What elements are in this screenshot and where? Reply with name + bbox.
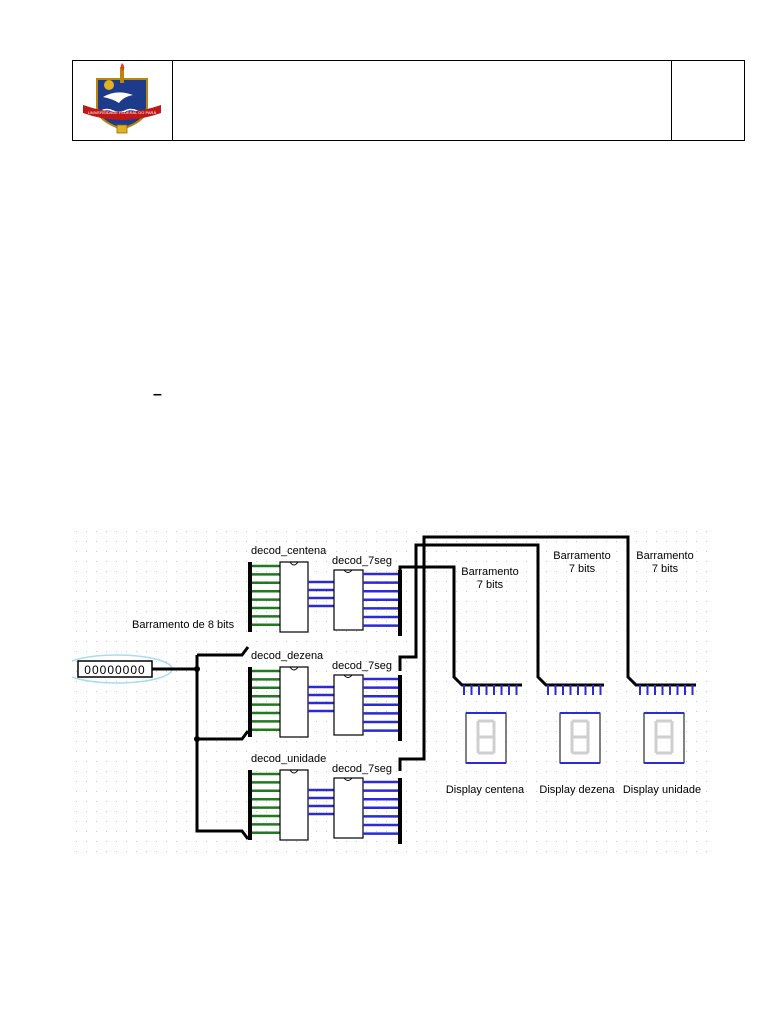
- header-title-cell: [173, 61, 670, 140]
- bus-label-title: Barramento: [553, 550, 610, 562]
- bcd-decoder-chip[interactable]: [279, 561, 309, 633]
- chip-notch: [289, 666, 299, 671]
- decoder-rows: decod_centenadecod_7segdecod_dezenadecod…: [248, 545, 402, 844]
- header-code-cell: [671, 61, 745, 140]
- bus-label-width: 7 bits: [652, 563, 679, 575]
- chip-notch: [289, 769, 299, 774]
- splitter-bar: [248, 770, 252, 840]
- seg-decoder-label: decod_7seg: [332, 660, 392, 672]
- logo-banner-text: UNIVERSIDADE FEDERAL DO PARÁ: [88, 110, 157, 115]
- bus-junction: [194, 736, 200, 742]
- bus-input-label: Barramento de 8 bits: [132, 619, 235, 631]
- chip-notch: [343, 674, 353, 678]
- seven-segment-display: Display centena: [446, 685, 525, 796]
- display-label: Display dezena: [539, 784, 615, 796]
- grid-dots: [76, 531, 707, 852]
- dash-mark: –: [153, 386, 162, 403]
- input-register-value: 00000000: [84, 663, 145, 677]
- seg-decoder-chip[interactable]: [333, 777, 364, 839]
- seven-segment-display: Display dezena: [539, 685, 615, 796]
- decoder-row: decod_centena decod_7seg: [248, 545, 402, 636]
- display-label: Display centena: [446, 784, 525, 796]
- bcd-decoder-chip[interactable]: [279, 769, 309, 841]
- bus-label-title: Barramento: [636, 550, 693, 562]
- bus-label-title: Barramento: [461, 566, 518, 578]
- splitter-bar: [248, 562, 252, 632]
- bcd-decoder-label: decod_centena: [251, 545, 327, 557]
- input-bus-wires: [152, 646, 250, 840]
- splitter-bar: [398, 570, 402, 636]
- seg-decoder-chip[interactable]: [333, 569, 364, 631]
- bcd-decoder-label: decod_unidade: [251, 753, 326, 765]
- bcd-decoder-label: decod_dezena: [251, 650, 324, 662]
- decoder-row: decod_dezena decod_7seg: [248, 650, 402, 741]
- circuit-canvas: 00000000 Barramento de 8 bits decod_cent…: [72, 531, 707, 852]
- seg-decoder-label: decod_7seg: [332, 763, 392, 775]
- splitter-bar: [398, 675, 402, 741]
- chip-notch: [343, 569, 353, 573]
- circuit-diagram: 00000000 Barramento de 8 bits decod_cent…: [72, 527, 712, 857]
- bus-label-width: 7 bits: [477, 579, 504, 591]
- document-header: UNIVERSIDADE FEDERAL DO PARÁ: [72, 60, 745, 141]
- bus-junction: [194, 666, 200, 672]
- decoder-row: decod_unidade decod_7seg: [248, 753, 402, 844]
- chip-notch: [289, 561, 299, 566]
- seg-decoder-label: decod_7seg: [332, 555, 392, 567]
- bus-label-width: 7 bits: [569, 563, 596, 575]
- seg-decoder-chip[interactable]: [333, 674, 364, 736]
- displays: Display centena Display dezena Display uni…: [446, 685, 701, 796]
- university-seal-logo: UNIVERSIDADE FEDERAL DO PARÁ: [83, 63, 161, 134]
- chip-notch: [343, 777, 353, 781]
- seven-segment-display: Display unidade: [623, 685, 701, 796]
- splitter-bar: [398, 778, 402, 844]
- display-label: Display unidade: [623, 784, 701, 796]
- logo-cell: UNIVERSIDADE FEDERAL DO PARÁ: [73, 61, 173, 140]
- splitter-bar: [248, 667, 252, 737]
- bcd-decoder-chip[interactable]: [279, 666, 309, 738]
